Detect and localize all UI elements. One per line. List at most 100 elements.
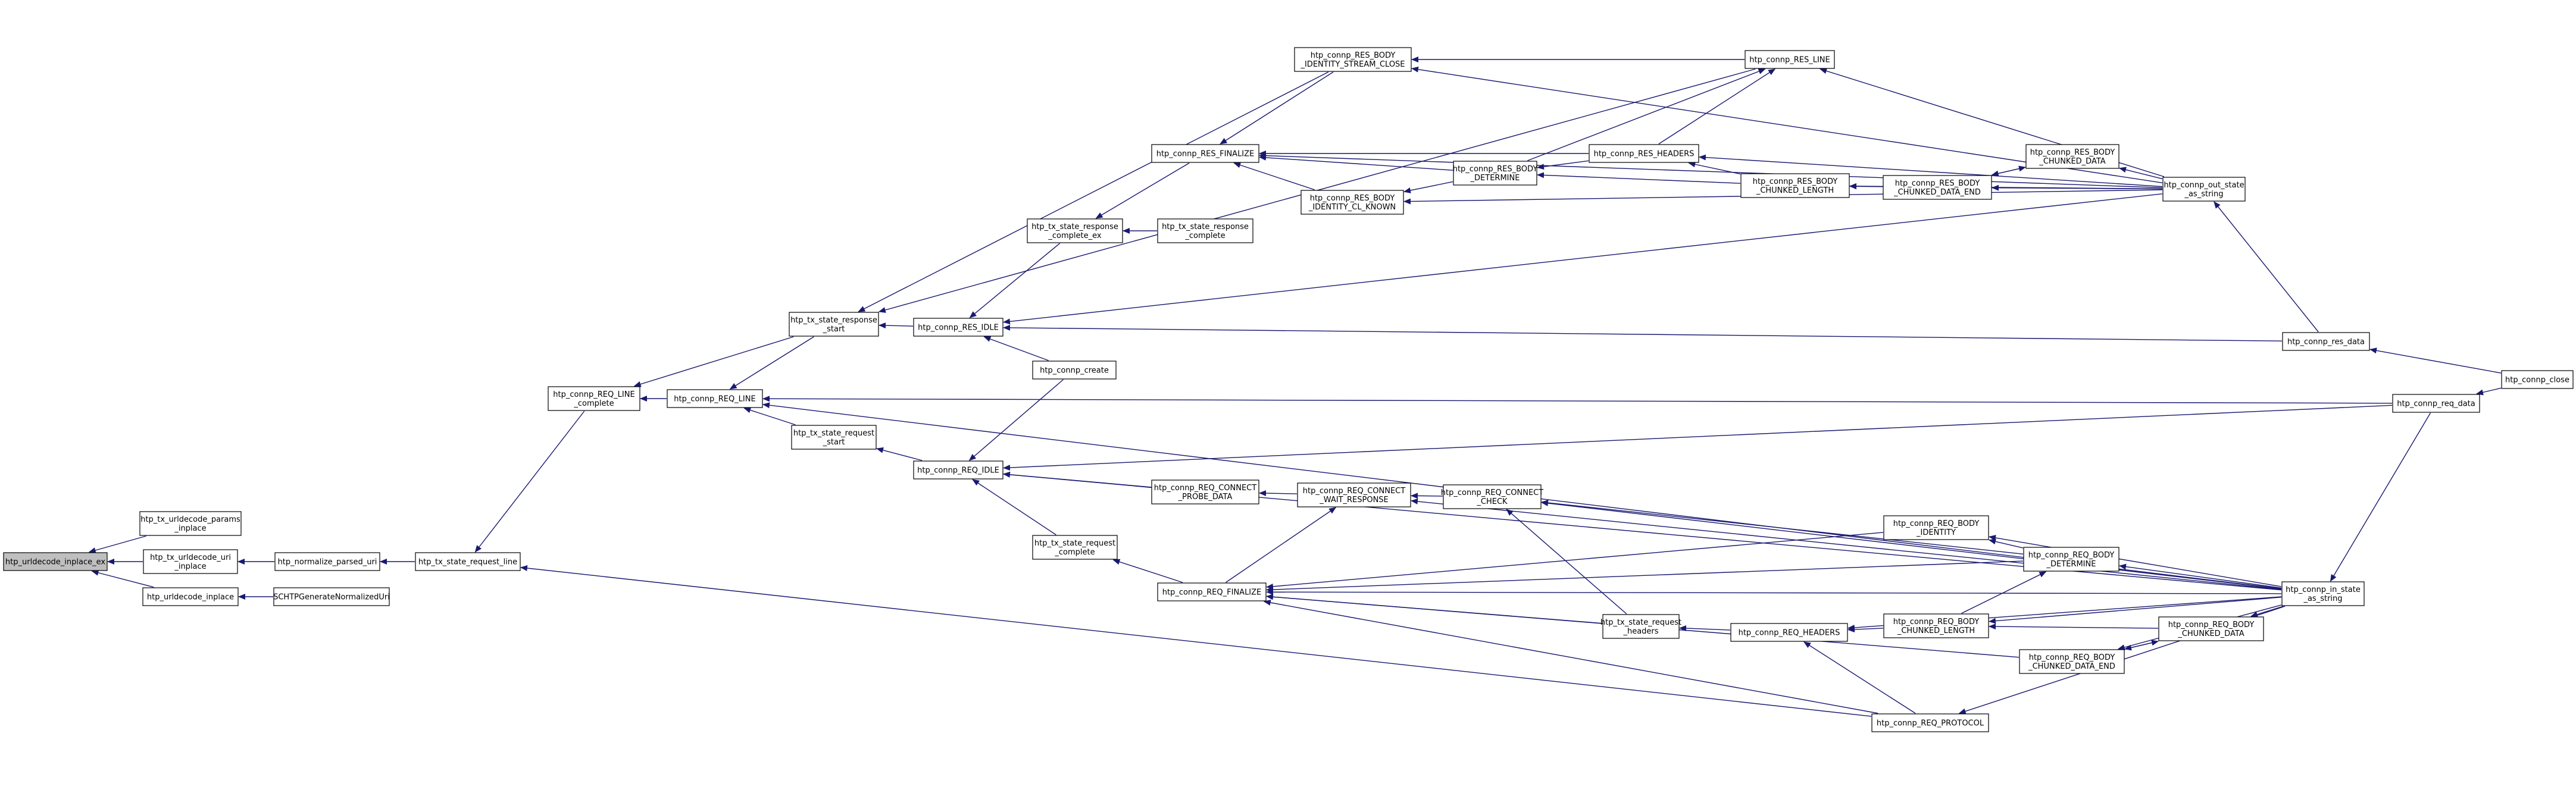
node-box[interactable] [1157,218,1253,243]
edge-rlc-to-reqline [474,410,585,553]
node-box[interactable] [2281,581,2365,606]
graph-node-rescde[interactable]: htp_connp_RES_BODY_CHUNKED_DATA_END [1883,175,1992,200]
graph-node-rsc[interactable]: htp_tx_state_response_complete [1157,218,1253,243]
graph-node-params[interactable]: htp_tx_urldecode_params_inplace [139,511,242,536]
edge-rqid-to-reqfin [1266,532,1884,590]
graph-node-close[interactable]: htp_connp_close [2501,370,2574,389]
graph-node-reqhdr[interactable]: htp_connp_REQ_HEADERS [1730,623,1848,642]
node-box[interactable] [1453,161,1537,186]
graph-node-instate[interactable]: htp_connp_in_state_as_string [2281,581,2365,606]
graph-node-rqc[interactable]: htp_tx_state_request_complete [1032,535,1118,560]
node-box[interactable] [1883,613,1989,638]
graph-node-create[interactable]: htp_connp_create [1032,361,1117,380]
node-box[interactable] [143,549,238,574]
graph-node-rqwr[interactable]: htp_connp_REQ_CONNECT_WAIT_RESPONSE [1297,482,1411,507]
node-box[interactable] [1740,173,1850,198]
node-box[interactable] [142,587,239,606]
graph-node-ricl[interactable]: htp_connp_RES_BODY_IDENTITY_CL_KNOWN [1300,190,1404,215]
graph-node-rsce[interactable]: htp_tx_state_response_complete_ex [1027,218,1123,243]
node-box[interactable] [2501,370,2574,389]
node-box[interactable] [2162,177,2246,202]
graph-node-resdet[interactable]: htp_connp_RES_BODY_DETERMINE [1453,161,1538,186]
graph-node-rsstart[interactable]: htp_tx_state_response_start [789,312,879,337]
graph-node-rqhd[interactable]: htp_tx_state_request_headers [1600,614,1681,639]
node-label-line: _CHUNKED_DATA [2177,629,2244,638]
graph-node-risc[interactable]: htp_connp_RES_BODY_IDENTITY_STREAM_CLOSE [1294,47,1412,72]
node-label-line: _complete_ex [1048,231,1101,240]
node-box[interactable] [274,552,380,571]
node-box[interactable] [2025,144,2119,169]
node-box[interactable] [415,552,521,571]
node-box[interactable] [1294,47,1412,72]
node-box[interactable] [1883,175,1992,200]
node-box[interactable] [2158,616,2264,641]
graph-node-reshdr[interactable]: htp_connp_RES_HEADERS [1589,144,1699,163]
node-label-line: htp_urldecode_inplace_ex [5,558,105,567]
graph-node-rescl[interactable]: htp_connp_RES_BODY_CHUNKED_LENGTH [1740,173,1850,198]
graph-node-residle[interactable]: htp_connp_RES_IDLE [913,318,1003,337]
node-box[interactable] [2019,649,2125,674]
node-label-line: htp_connp_out_state [2164,181,2244,190]
graph-node-rqcd[interactable]: htp_connp_REQ_BODY_CHUNKED_DATA [2158,616,2264,641]
graph-node-rescd[interactable]: htp_connp_RES_BODY_CHUNKED_DATA [2025,144,2119,169]
node-box[interactable] [548,386,640,411]
node-box[interactable] [1443,484,1542,509]
graph-node-root[interactable]: htp_urldecode_inplace_ex [3,552,108,571]
graph-node-sch[interactable]: SCHTPGenerateNormalizedUri [273,587,390,606]
graph-node-proto[interactable]: htp_connp_REQ_PROTOCOL [1871,713,1989,732]
graph-node-rqcde[interactable]: htp_connp_REQ_BODY_CHUNKED_DATA_END [2019,649,2125,674]
edge-rqdet-to-rqchk [1541,500,2024,554]
node-box[interactable] [273,587,390,606]
node-label-line: _CHUNKED_DATA [2039,157,2105,166]
graph-node-reqidle[interactable]: htp_connp_REQ_IDLE [913,460,1003,480]
node-box[interactable] [1151,144,1259,163]
node-box[interactable] [913,318,1003,337]
graph-node-outstate[interactable]: htp_connp_out_state_as_string [2162,177,2246,202]
node-box[interactable] [1151,480,1259,504]
node-label-line: _start [823,325,845,334]
node-box[interactable] [1297,482,1411,507]
node-box[interactable] [913,460,1003,480]
node-box[interactable] [2023,547,2119,572]
graph-node-rl[interactable]: htp_connp_REQ_LINE [667,389,763,408]
node-box[interactable] [1032,535,1118,560]
node-label-line: htp_connp_REQ_LINE [674,395,755,404]
graph-node-rqchk[interactable]: htp_connp_REQ_CONNECT_CHECK [1441,484,1543,509]
node-box[interactable] [1300,190,1404,215]
node-box[interactable] [2282,332,2370,351]
node-box[interactable] [1602,614,1680,639]
node-box[interactable] [1871,713,1989,732]
node-box[interactable] [1157,582,1267,601]
graph-node-reqfin[interactable]: htp_connp_REQ_FINALIZE [1157,582,1267,601]
edge-close-to-reqdata [2476,387,2502,396]
node-label-line: htp_connp_RES_HEADERS [1594,150,1695,159]
node-label-line: htp_tx_state_response [790,316,877,325]
node-box[interactable] [1883,515,1989,540]
node-box[interactable] [789,312,879,337]
node-box[interactable] [667,389,763,408]
graph-node-resdata[interactable]: htp_connp_res_data [2282,332,2370,351]
graph-node-rqcl[interactable]: htp_connp_REQ_BODY_CHUNKED_LENGTH [1883,613,1989,638]
edge-proto-to-reqline [520,565,1872,717]
graph-node-normuri[interactable]: htp_normalize_parsed_uri [274,552,380,571]
graph-node-reqline[interactable]: htp_tx_state_request_line [415,552,521,571]
node-box[interactable] [2392,394,2480,413]
graph-node-resfin[interactable]: htp_connp_RES_FINALIZE [1151,144,1259,163]
graph-node-rqdet[interactable]: htp_connp_REQ_BODY_DETERMINE [2023,547,2119,572]
node-box[interactable] [1027,218,1123,243]
node-box[interactable] [1589,144,1699,163]
node-box[interactable] [1032,361,1117,380]
node-box[interactable] [1745,50,1835,69]
node-box[interactable] [1730,623,1848,642]
graph-node-rqid[interactable]: htp_connp_REQ_BODY_IDENTITY [1883,515,1989,540]
graph-node-rqstart[interactable]: htp_tx_state_request_start [791,425,877,450]
graph-node-inplace[interactable]: htp_urldecode_inplace [142,587,239,606]
graph-node-rlc[interactable]: htp_connp_REQ_LINE_complete [548,386,640,411]
graph-node-resline[interactable]: htp_connp_RES_LINE [1745,50,1835,69]
node-box[interactable] [791,425,877,450]
node-box[interactable] [139,511,242,536]
node-box[interactable] [3,552,108,571]
graph-node-uri[interactable]: htp_tx_urldecode_uri_inplace [143,549,238,574]
graph-node-reqdata[interactable]: htp_connp_req_data [2392,394,2480,413]
graph-node-rqpd[interactable]: htp_connp_REQ_CONNECT_PROBE_DATA [1151,480,1259,504]
